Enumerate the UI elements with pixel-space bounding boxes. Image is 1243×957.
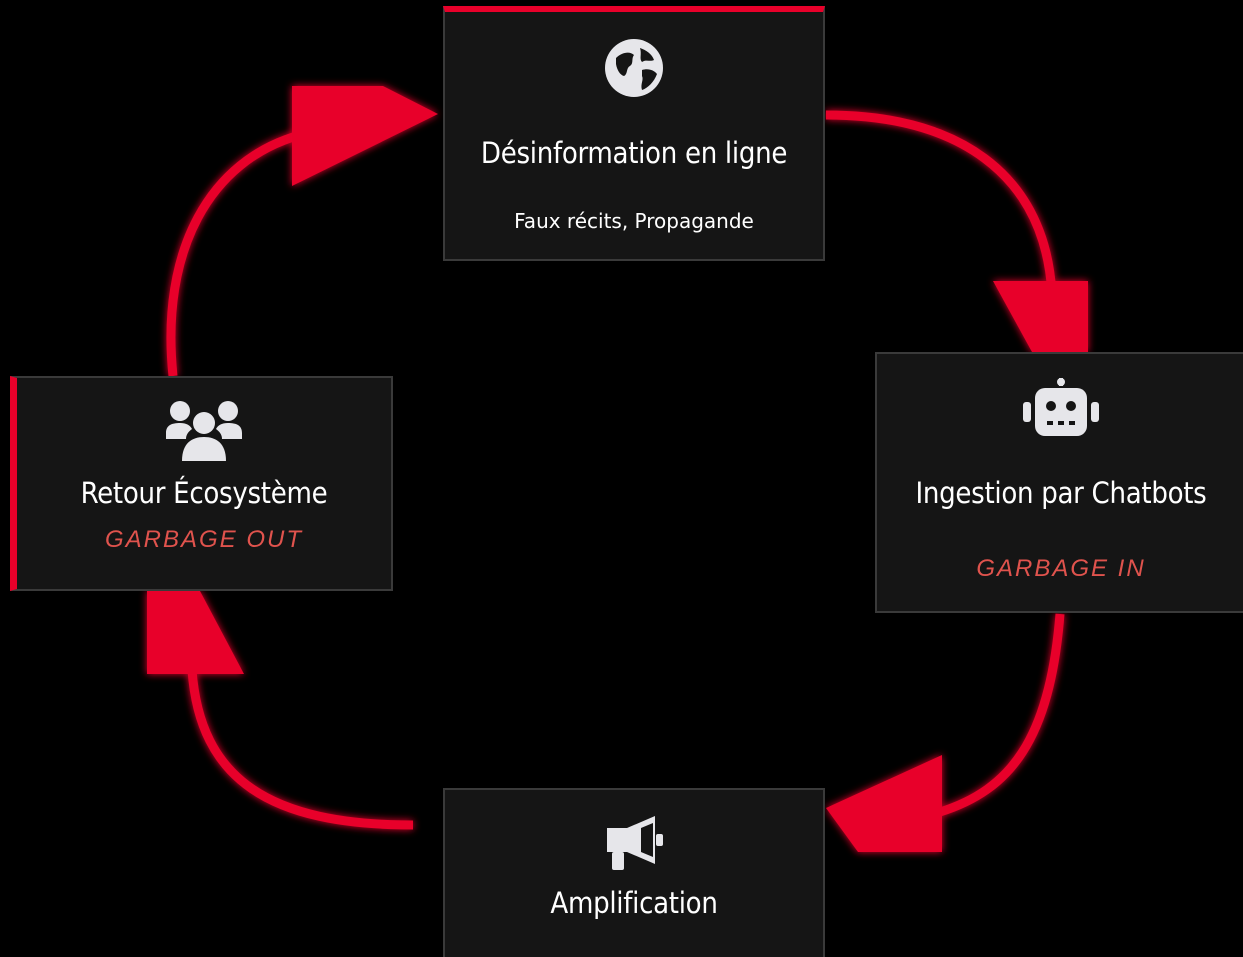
arrowhead-bottom-to-left	[147, 591, 244, 674]
node-subtitle: Faux récits, Propagande	[514, 209, 754, 233]
node-title: Amplification	[550, 886, 718, 920]
arrow-left-to-top-line	[166, 130, 302, 377]
users-icon	[166, 399, 242, 461]
node-tag: GARBAGE OUT	[104, 526, 304, 553]
arrowhead-left-to-top	[292, 86, 438, 186]
node-title: Ingestion par Chatbots	[915, 476, 1207, 510]
arrowhead-right-to-bottom	[826, 755, 942, 852]
megaphone-icon	[603, 814, 665, 870]
arrow-right-to-bottom-line	[938, 613, 1065, 817]
arrowhead-top-to-right	[993, 281, 1088, 352]
node-amplification: Amplification	[443, 788, 825, 957]
node-title: Désinformation en ligne	[480, 136, 788, 170]
node-title: Retour Écosystème	[80, 476, 328, 510]
robot-icon	[1021, 378, 1101, 440]
globe-icon	[604, 38, 664, 98]
node-chatbot-ingestion: Ingestion par Chatbots GARBAGE IN	[875, 352, 1243, 613]
arrow-top-to-right-line	[825, 110, 1056, 283]
node-ecosystem-return: Retour Écosystème GARBAGE OUT	[10, 376, 393, 591]
node-disinformation: Désinformation en ligne Faux récits, Pro…	[443, 6, 825, 261]
node-tag: GARBAGE IN	[976, 555, 1146, 582]
arrow-bottom-to-left-line	[187, 669, 414, 830]
